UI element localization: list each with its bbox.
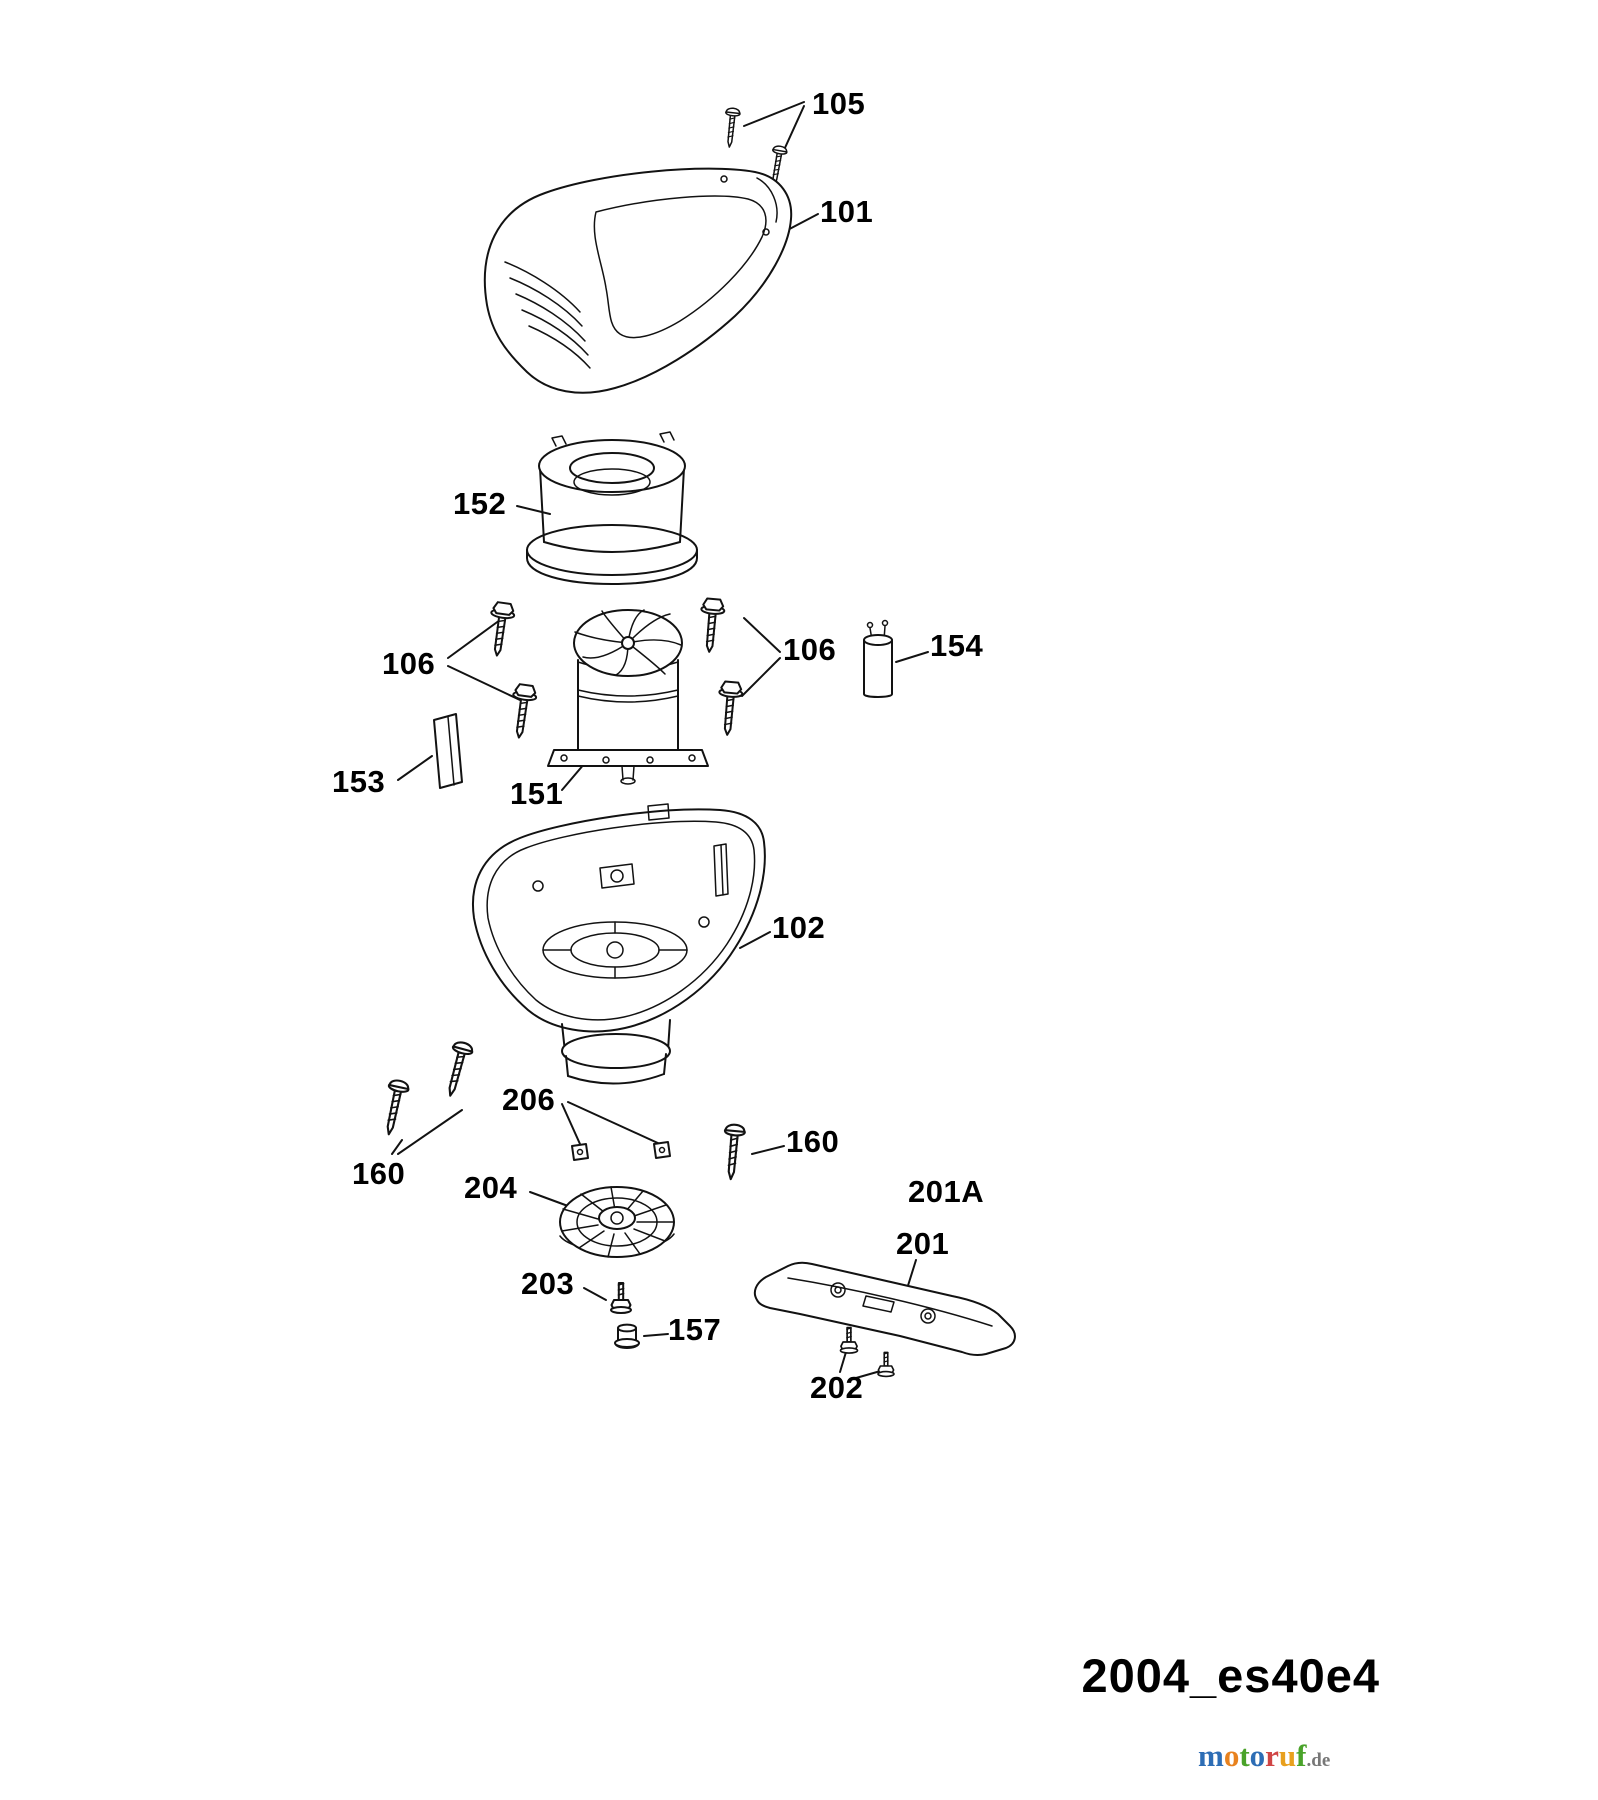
part-label-106-left: 106 <box>382 646 436 681</box>
part-label-153: 153 <box>332 764 386 799</box>
square-nuts-206-drawing <box>571 1141 671 1161</box>
part-label-106-right: 106 <box>783 632 837 667</box>
part-label-101: 101 <box>820 194 874 229</box>
diagram-code: 2004_es40e4 <box>1081 1649 1380 1702</box>
blade-201-drawing <box>753 1261 1016 1357</box>
watermark-letter: t <box>1239 1738 1250 1773</box>
part-label-201: 201 <box>896 1226 950 1261</box>
motor-cover-101-drawing <box>483 167 793 394</box>
part-label-202: 202 <box>810 1370 864 1405</box>
part-label-160-left: 160 <box>352 1156 406 1191</box>
bolt-203-drawing <box>610 1282 632 1314</box>
watermark-letter: r <box>1265 1738 1279 1773</box>
watermark-letter: m <box>1198 1738 1224 1773</box>
part-label-151: 151 <box>510 776 564 811</box>
part-label-203: 203 <box>521 1266 575 1301</box>
part-label-152: 152 <box>453 486 507 521</box>
strip-153-drawing <box>433 713 463 789</box>
part-label-201a: 201A <box>908 1174 985 1209</box>
watermark-suffix: .de <box>1306 1750 1331 1771</box>
part-label-154: 154 <box>930 628 984 663</box>
capacitor-154-drawing <box>863 619 893 698</box>
watermark-letter: o <box>1223 1738 1240 1773</box>
leader-lines <box>391 101 929 1379</box>
watermark-logo: motoruf.de <box>1198 1738 1330 1774</box>
part-label-105: 105 <box>812 86 866 121</box>
part-label-102: 102 <box>772 910 826 945</box>
spacer-157-drawing <box>614 1323 640 1349</box>
part-label-206: 206 <box>502 1082 556 1117</box>
motor-151-drawing <box>547 609 709 785</box>
motor-sleeve-152-drawing <box>526 431 698 585</box>
part-label-157: 157 <box>668 1312 722 1347</box>
part-label-204: 204 <box>464 1170 518 1205</box>
watermark-letter: u <box>1278 1738 1297 1773</box>
part-label-160-right: 160 <box>786 1124 840 1159</box>
fan-204-drawing <box>559 1186 675 1258</box>
watermark-letter: f <box>1296 1738 1307 1773</box>
deck-housing-102-drawing <box>472 803 766 1085</box>
screws-160-drawing <box>377 1039 747 1182</box>
watermark-letter: o <box>1249 1738 1266 1773</box>
